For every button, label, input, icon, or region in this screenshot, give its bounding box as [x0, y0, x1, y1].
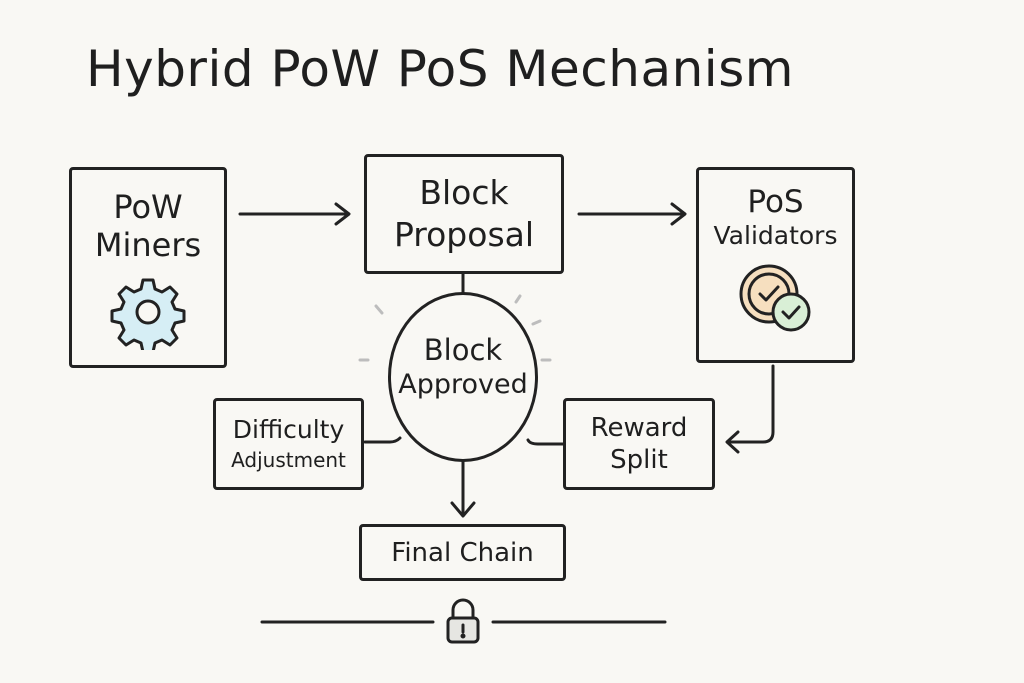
node-block-proposal[interactable]: Block Proposal [364, 154, 564, 274]
block-approved-line2: Approved [398, 369, 528, 400]
gear-icon [110, 278, 186, 350]
lock-icon [446, 598, 480, 644]
pos-validators-line1: PoS [747, 184, 804, 220]
node-reward-split[interactable]: Reward Split [563, 398, 715, 490]
arrow-pow-to-proposal [238, 202, 351, 226]
pow-miners-line1: PoW [113, 188, 183, 226]
reward-line1: Reward [590, 413, 688, 443]
block-proposal-line1: Block [419, 173, 509, 212]
line-approved-to-reward [526, 438, 566, 446]
block-proposal-line2: Proposal [393, 215, 535, 254]
reward-line2: Split [610, 445, 668, 475]
difficulty-line1: Difficulty [232, 415, 345, 444]
node-pow-miners[interactable]: PoW Miners [69, 167, 227, 368]
glow-rays [358, 294, 552, 362]
arrow-approved-to-final [450, 456, 476, 518]
final-chain-label: Final Chain [391, 537, 534, 568]
pow-miners-line2: Miners [94, 226, 202, 264]
node-final-chain[interactable]: Final Chain [359, 524, 566, 581]
arrow-proposal-to-pos [577, 202, 687, 226]
diagram-title: Hybrid PoW PoS Mechanism [86, 40, 794, 98]
arrow-pos-to-reward [725, 364, 775, 454]
node-pos-validators[interactable]: PoS Validators [696, 167, 855, 363]
check-badge-icon [739, 264, 810, 332]
difficulty-line2: Adjustment [231, 448, 346, 472]
pos-validators-line2: Validators [713, 221, 838, 250]
node-difficulty-adjustment[interactable]: Difficulty Adjustment [213, 398, 364, 490]
block-approved-line1: Block [423, 333, 503, 367]
node-block-approved[interactable]: Block Approved [388, 292, 538, 462]
line-approved-to-difficulty [363, 436, 402, 444]
